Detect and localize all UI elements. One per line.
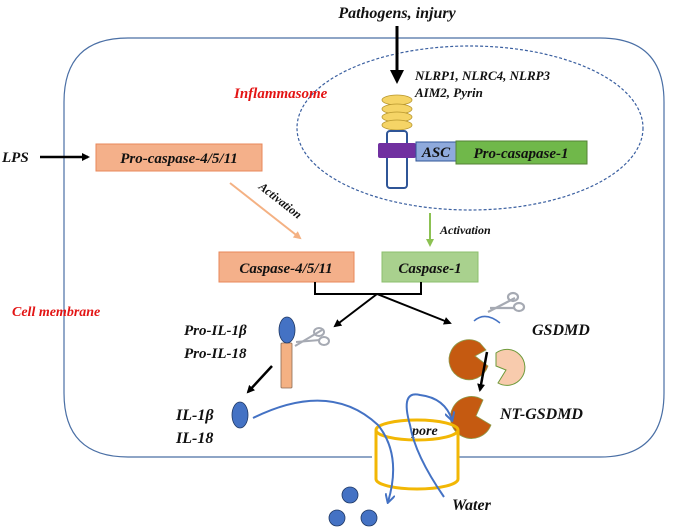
pro-caspase-4511-box [95, 143, 263, 172]
pro-caspase-4511-label: Pro-caspase-4/5/11 [120, 151, 238, 167]
scissors-icon [294, 327, 330, 347]
pro-il-cytokine-head [278, 316, 296, 344]
scissors-icon [487, 291, 526, 313]
inflammasome-label: Inflammasome [233, 86, 328, 102]
pro-domain [280, 342, 293, 389]
sensors-label-1: NLRP1, NLRC4, NLRP3 [414, 68, 551, 83]
pro-caspase-1-box [455, 140, 588, 165]
arrow-to-pro-il [333, 293, 378, 328]
gsdmd-label: GSDMD [532, 322, 590, 339]
cytokine-release-arrow [252, 399, 393, 502]
activation-label-right: Activation [439, 223, 491, 237]
pore-channel [374, 418, 460, 491]
inflammasome-boundary [296, 45, 644, 211]
caspase-4511-box [218, 251, 355, 283]
pro-il18-label: Pro-IL-18 [184, 346, 247, 362]
caspase-4511-label: Caspase-4/5/11 [239, 261, 332, 277]
sensor-disc [381, 94, 413, 106]
released-cytokine [328, 509, 346, 527]
asc-label: ASC [421, 145, 451, 161]
released-cytokine [360, 509, 378, 527]
sensor-disc [381, 119, 413, 131]
pore-label: pore [411, 424, 438, 439]
caspase-join-bracket [314, 282, 422, 295]
lps-label: LPS [1, 150, 29, 166]
sensor-stack [381, 94, 413, 131]
sensors-label-2: AIM2, Pyrin [414, 85, 483, 100]
nt-gsdmd-icon [450, 396, 492, 439]
nt-gsdmd-label: NT-GSDMD [499, 406, 583, 423]
gsdmd-c-terminal [495, 348, 526, 386]
gsdmd-protein [448, 339, 526, 386]
activation-arrow-left [229, 182, 302, 240]
pro-caspase-1-label: Pro-casapase-1 [474, 146, 569, 162]
caspase-1-label: Caspase-1 [398, 261, 461, 277]
water-influx-arrow [405, 393, 452, 498]
pore-wall [374, 430, 460, 491]
purple-band [378, 143, 416, 158]
il18-label: IL-18 [175, 430, 213, 447]
pathogens-label: Pathogens, injury [337, 5, 456, 22]
cell-membrane [63, 37, 665, 458]
arrow-to-gsdmd [376, 293, 452, 325]
arrow-to-nt-gsdmd [477, 351, 489, 392]
il1b-label: IL-1β [175, 407, 214, 424]
pore-rim [374, 418, 460, 442]
activation-label-left: Activation [255, 179, 305, 222]
cell-membrane-label: Cell membrane [12, 305, 100, 320]
released-cytokine [341, 486, 359, 504]
water-label: Water [452, 497, 492, 514]
mature-cytokine [231, 401, 249, 429]
arrow-to-mature-il [246, 365, 273, 394]
gsdmd-linker [473, 315, 501, 324]
pro-il1b-label: Pro-IL-1β [184, 323, 247, 339]
sensor-body [386, 130, 408, 189]
gsdmd-n-terminal [448, 339, 489, 381]
caspase-1-box [381, 251, 479, 283]
